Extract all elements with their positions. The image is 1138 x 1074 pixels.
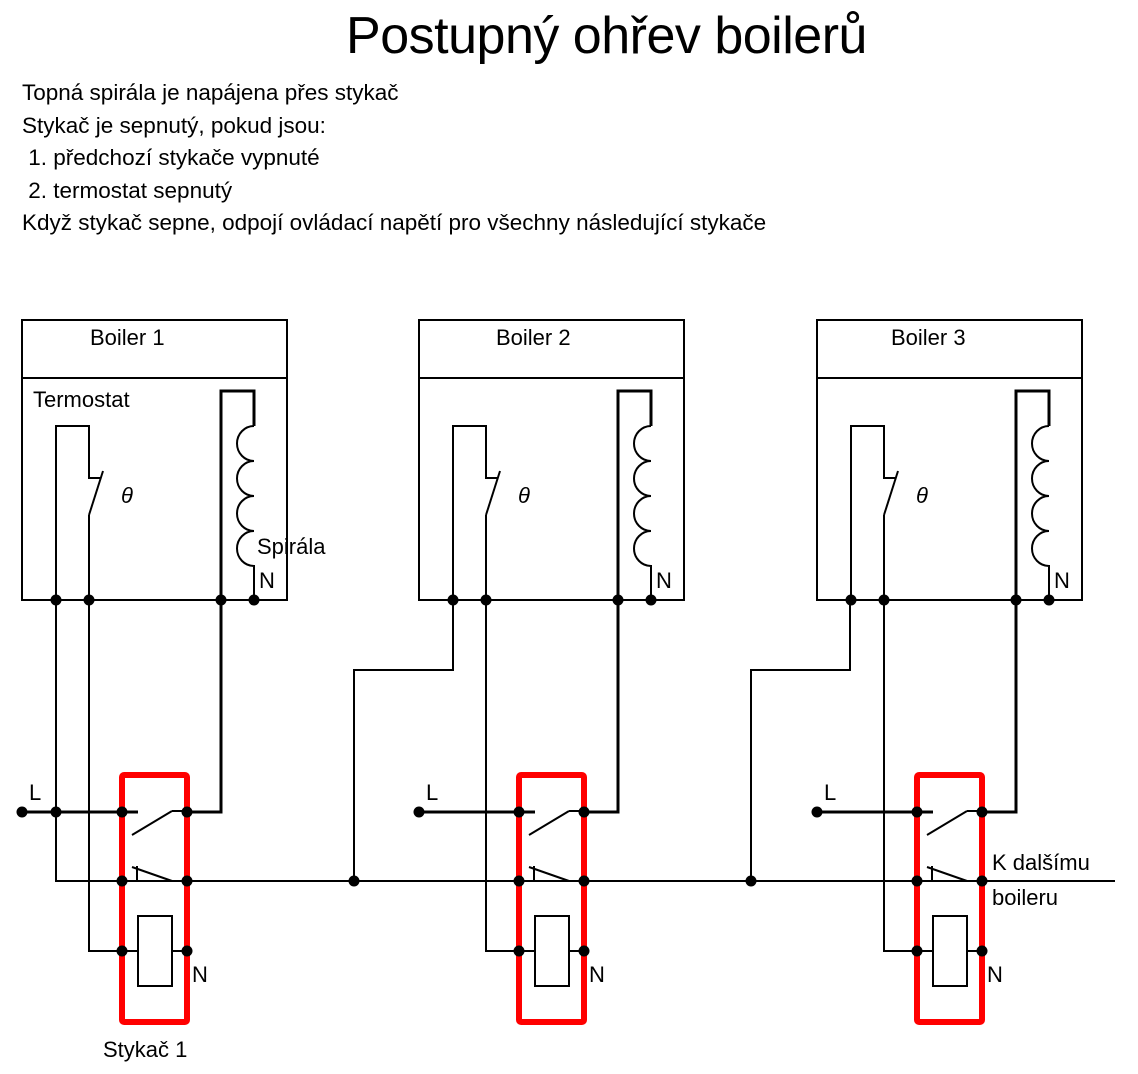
- thermostat-to-coil-wire: [88, 600, 122, 952]
- junction-dot: [348, 875, 360, 887]
- nc-contact-icon: [528, 866, 570, 882]
- contactor-terminal-dot: [181, 806, 193, 818]
- contactor-coil-icon: [932, 915, 968, 987]
- coil-supply-wire: [187, 600, 223, 814]
- contactor-outline: [914, 772, 985, 1025]
- description-line: Když stykač sepne, odpojí ovládací napět…: [22, 210, 767, 235]
- description-line: 2. termostat sepnutý: [22, 177, 233, 203]
- terminal-dot: [248, 594, 260, 606]
- boiler-3-thermostat-feed: [750, 600, 851, 881]
- terminal-dot: [645, 594, 657, 606]
- description-line: Stykač je sepnutý, pokud jsou:: [22, 112, 326, 138]
- coil-feed-wire: [616, 389, 653, 600]
- boiler-module-2: Boiler 2 θN L N: [413, 319, 685, 1025]
- contactor-terminal-dot: [181, 945, 193, 957]
- contactor-terminal-dot: [513, 945, 525, 957]
- thermostat-to-coil-wire: [485, 600, 519, 952]
- nc-contact-icon: [131, 866, 173, 882]
- contactor-terminal-dot: [911, 806, 923, 818]
- boiler-label: Boiler 1: [90, 325, 165, 350]
- control-bus: [56, 600, 1115, 887]
- neutral-label: N: [1054, 568, 1070, 593]
- thermostat-switch-icon: [883, 470, 899, 516]
- contactor-terminal-dot: [578, 945, 590, 957]
- contactor-outline: [516, 772, 587, 1025]
- line-terminal-dot: [413, 806, 425, 818]
- neutral-label: N: [259, 568, 275, 593]
- coil-supply-wire: [584, 600, 620, 814]
- contactor-terminal-dot: [911, 945, 923, 957]
- junction-dot: [745, 875, 757, 887]
- boiler-2-thermostat-feed: [353, 600, 454, 881]
- contactor-terminal-dot: [513, 806, 525, 818]
- thermostat-to-coil-wire: [883, 600, 917, 952]
- description-line: 1. předchozí stykače vypnuté: [22, 145, 320, 170]
- boiler-label: Boiler 3: [891, 325, 966, 350]
- coil-label: Spirála: [257, 534, 326, 559]
- terminal-dot: [1043, 594, 1055, 606]
- contactor-outline: [119, 772, 190, 1025]
- neutral-label: N: [656, 568, 672, 593]
- contactor-terminal-dot: [116, 945, 128, 957]
- contactor-label: Stykač 1: [103, 1037, 187, 1062]
- line-label: L: [824, 780, 836, 805]
- description: Topná spirála je napájena přes stykač St…: [22, 77, 766, 240]
- boiler-module-3: Boiler 3 θN L N: [811, 319, 1083, 1025]
- nc-contact-icon: [926, 866, 968, 882]
- contactor-terminal-dot: [976, 806, 988, 818]
- no-contact-icon: [131, 810, 173, 836]
- thermostat-wire: [55, 425, 101, 600]
- coil-supply-wire: [982, 600, 1018, 814]
- theta-icon: θ: [518, 483, 530, 508]
- next-boiler-label: K dalšímu: [992, 850, 1090, 875]
- line-terminal-dot: [16, 806, 28, 818]
- heating-coil-icon: [236, 425, 255, 600]
- line-label: L: [29, 780, 41, 805]
- line-terminal-dot: [811, 806, 823, 818]
- contactor-neutral-label: N: [987, 962, 1003, 987]
- contactor-terminal-dot: [578, 806, 590, 818]
- line-label: L: [426, 780, 438, 805]
- boiler-box: [21, 319, 288, 601]
- diagram-title: Postupný ohřev boilerů: [346, 7, 867, 65]
- thermostat-wire: [850, 425, 896, 600]
- thermostat-switch-icon: [88, 470, 104, 516]
- contactor-neutral-label: N: [589, 962, 605, 987]
- thermostat-switch-icon: [485, 470, 501, 516]
- no-contact-icon: [528, 810, 570, 836]
- contactor-coil-icon: [534, 915, 570, 987]
- no-contact-icon: [926, 810, 968, 836]
- boiler-box: [816, 319, 1083, 601]
- theta-icon: θ: [916, 483, 928, 508]
- thermostat-label: Termostat: [33, 387, 130, 412]
- next-boiler-label: boileru: [992, 885, 1058, 910]
- contactor-terminal-dot: [976, 945, 988, 957]
- theta-icon: θ: [121, 483, 133, 508]
- contactor-terminal-dot: [116, 806, 128, 818]
- boiler-label: Boiler 2: [496, 325, 571, 350]
- boiler-box: [418, 319, 685, 601]
- heating-coil-icon: [633, 425, 652, 600]
- contactor-neutral-label: N: [192, 962, 208, 987]
- coil-feed-wire: [219, 389, 256, 600]
- contactor-coil-icon: [137, 915, 173, 987]
- thermostat-wire: [452, 425, 498, 600]
- coil-feed-wire: [1014, 389, 1051, 600]
- heating-coil-icon: [1031, 425, 1050, 600]
- description-line: Topná spirála je napájena přes stykač: [22, 80, 399, 105]
